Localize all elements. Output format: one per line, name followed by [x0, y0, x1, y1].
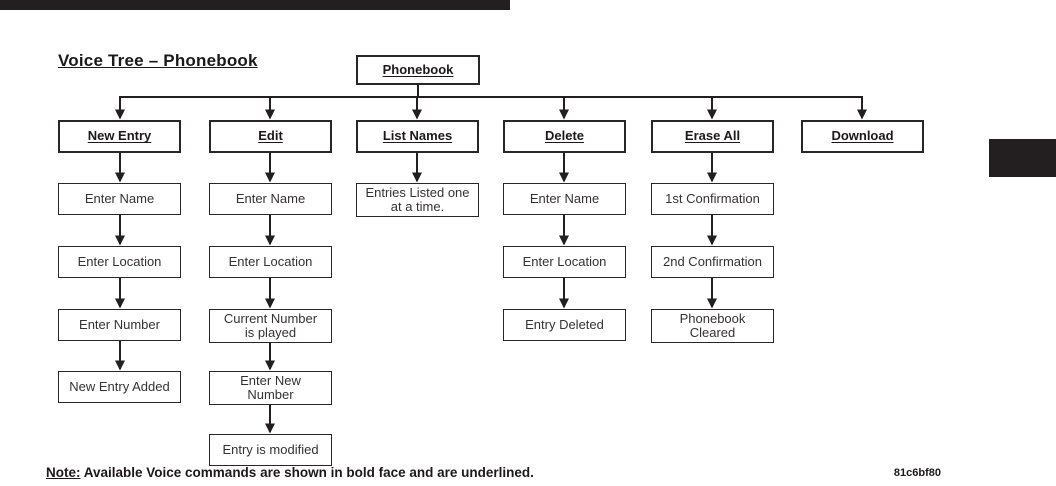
command-erase-all: Erase All: [651, 120, 774, 153]
command-delete: Delete: [503, 120, 626, 153]
figure-code: 81c6bf80: [893, 467, 941, 479]
node-phonebook-root: Phonebook: [356, 55, 480, 85]
step-entries-listed: Entries Listed one at a time.: [356, 183, 479, 217]
command-label: New Entry: [87, 128, 152, 144]
step-entry-modified: Entry is modified: [209, 434, 332, 466]
command-label: Edit: [258, 128, 283, 144]
command-label: Download: [831, 128, 894, 144]
step-enter-number: Enter Number: [58, 309, 181, 341]
step-entry-deleted: Entry Deleted: [503, 309, 626, 341]
step-enter-new-number: Enter New Number: [209, 371, 332, 405]
command-list-names: List Names: [356, 120, 479, 153]
diagram-title: Voice Tree – Phonebook: [58, 51, 258, 70]
step-phonebook-cleared: Phonebook Cleared: [651, 309, 774, 343]
command-edit: Edit: [209, 120, 332, 153]
note-text: Available Voice commands are shown in bo…: [80, 465, 534, 480]
command-label: Delete: [544, 128, 585, 144]
step-current-number-played: Current Number is played: [209, 309, 332, 343]
command-download: Download: [801, 120, 924, 153]
node-label: Phonebook: [382, 61, 454, 77]
step-first-confirmation: 1st Confirmation: [651, 183, 774, 215]
step-new-entry-added: New Entry Added: [58, 371, 181, 403]
note-label: Note:: [46, 465, 81, 480]
step-enter-location: Enter Location: [58, 246, 181, 278]
page-edge-tab: [989, 139, 1056, 177]
branch-drop-arrows: [115, 96, 867, 120]
command-new-entry: New Entry: [58, 120, 181, 153]
step-enter-location: Enter Location: [209, 246, 332, 278]
step-enter-name: Enter Name: [503, 183, 626, 215]
command-label: List Names: [382, 128, 453, 144]
top-black-bar: [0, 0, 510, 10]
root-connector: [120, 85, 862, 98]
step-enter-location: Enter Location: [503, 246, 626, 278]
step-enter-name: Enter Name: [58, 183, 181, 215]
command-label: Erase All: [684, 128, 741, 144]
step-second-confirmation: 2nd Confirmation: [651, 246, 774, 278]
step-enter-name: Enter Name: [209, 183, 332, 215]
footer-note: Note: Available Voice commands are shown…: [46, 465, 534, 480]
